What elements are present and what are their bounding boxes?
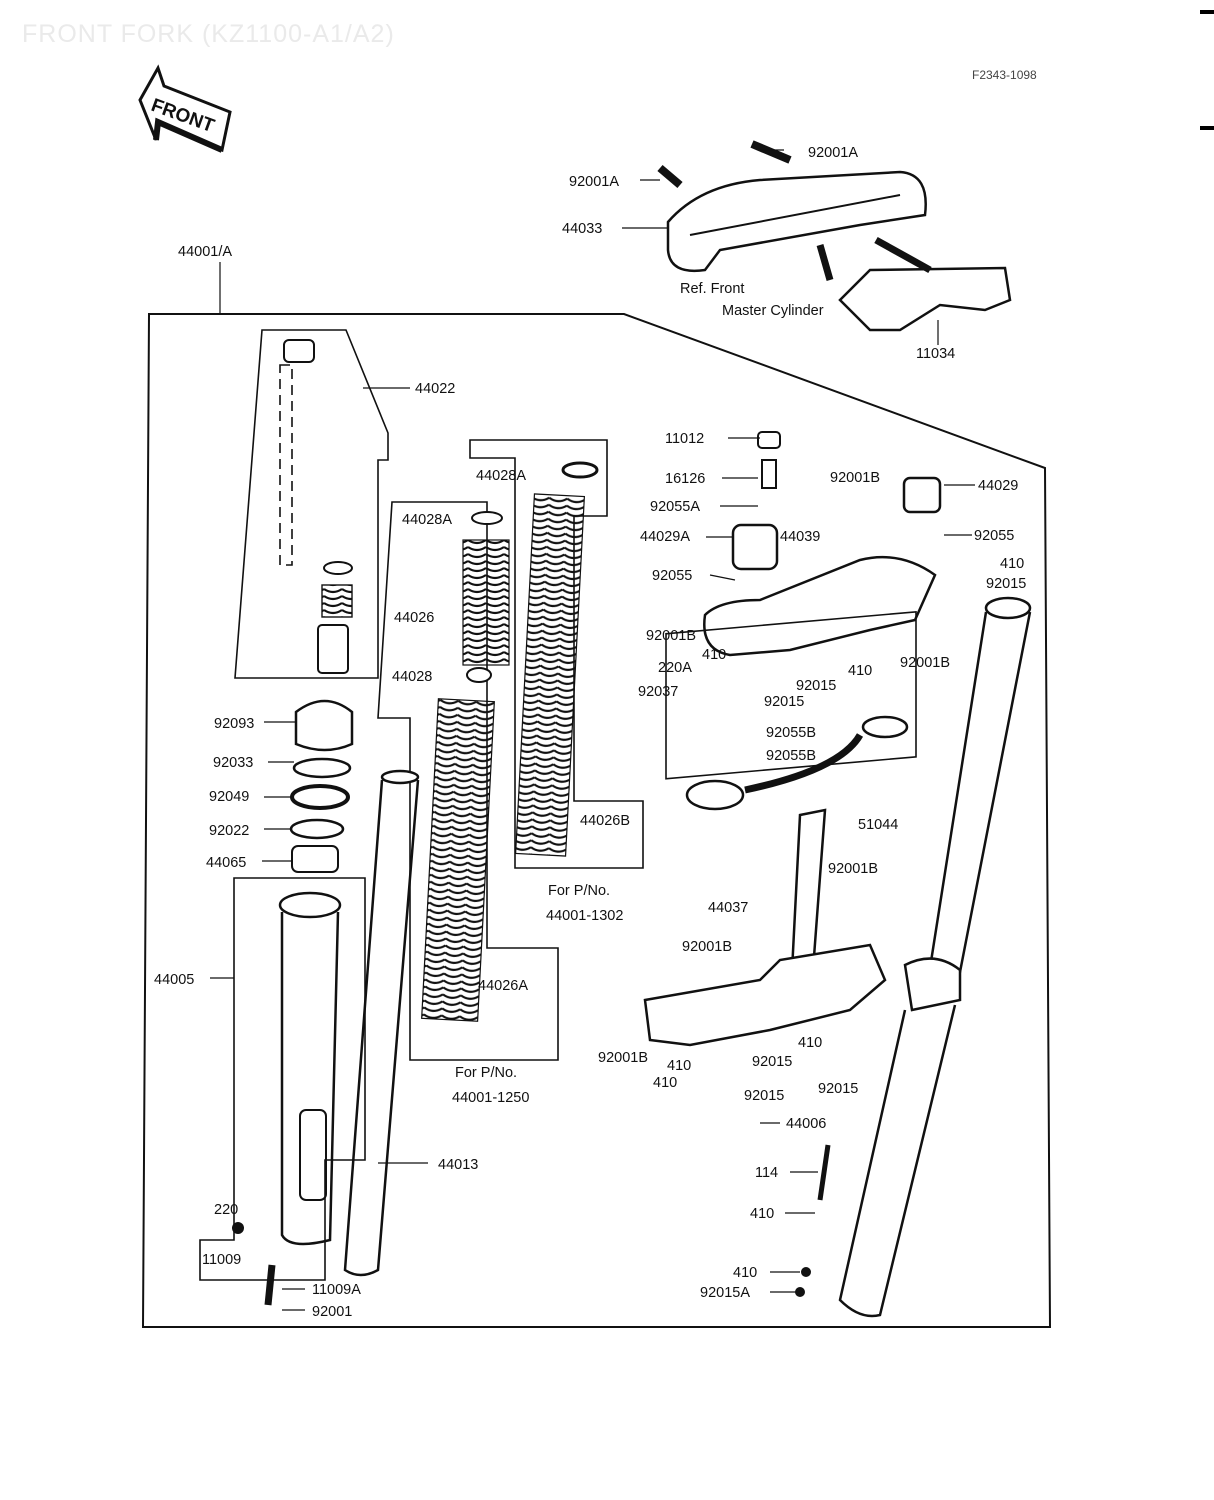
damper-rod-group-box [234, 329, 389, 679]
label-44028: 44028 [392, 669, 432, 685]
label-44065: 44065 [206, 855, 246, 871]
outer-tube-44005 [278, 891, 342, 1246]
plug-44028A [561, 461, 599, 479]
label-92033: 92033 [213, 755, 253, 771]
label-92001A-left: 92001A [569, 174, 619, 190]
note-1302-title: For P/No. [548, 883, 610, 899]
ref-line1: Ref. Front [680, 281, 744, 297]
label-92055B-a: 92055B [766, 725, 816, 741]
drain-bolt-92001 [232, 1222, 276, 1306]
front-arrow-icon: FRONT [138, 64, 232, 153]
label-410-a: 410 [1000, 556, 1024, 572]
fork-leg-44006 [838, 596, 1032, 1318]
label-410-d: 410 [667, 1058, 691, 1074]
seal-stack [289, 699, 354, 873]
spacer-44028A [471, 511, 503, 525]
label-410-e: 410 [653, 1075, 677, 1091]
label-92001: 92001 [312, 1304, 352, 1320]
diagram-title: FRONT FORK (KZ1100-A1/A2) [22, 20, 395, 48]
label-44028A-right: 44028A [476, 468, 526, 484]
label-44006: 44006 [786, 1116, 826, 1132]
label-410-g: 410 [750, 1206, 774, 1222]
damper-rod [279, 339, 353, 674]
label-92055B-b: 92055B [766, 748, 816, 764]
label-92015-b: 92015 [796, 678, 836, 694]
label-16126: 16126 [665, 471, 705, 487]
label-44028A-left: 44028A [402, 512, 452, 528]
label-44037: 44037 [708, 900, 748, 916]
label-44005: 44005 [154, 972, 194, 988]
label-92001B-c: 92001B [900, 655, 950, 671]
label-92037: 92037 [638, 684, 678, 700]
master-cylinder-clamp [657, 140, 1012, 332]
label-92055-right: 92055 [974, 528, 1014, 544]
label-44026: 44026 [394, 610, 434, 626]
note-1302-value: 44001-1302 [546, 908, 623, 924]
label-92022: 92022 [209, 823, 249, 839]
label-92001B-d: 92001B [828, 861, 878, 877]
label-92055-left: 92055 [652, 568, 692, 584]
inner-tube-44013 [343, 769, 420, 1277]
label-92001B-a: 92001B [830, 470, 880, 486]
spacer-44028 [466, 667, 492, 683]
label-220: 220 [214, 1202, 238, 1218]
label-410-f: 410 [798, 1035, 822, 1051]
label-11034: 11034 [916, 346, 955, 362]
label-44013: 44013 [438, 1157, 478, 1173]
figure-code: F2343-1098 [972, 68, 1037, 82]
assembly-outline [141, 313, 1052, 1328]
label-44022: 44022 [415, 381, 455, 397]
label-92015-c: 92015 [764, 694, 804, 710]
edge-mark-top [1200, 10, 1214, 14]
label-92015-a: 92015 [986, 576, 1026, 592]
label-92001B-f: 92001B [598, 1050, 648, 1066]
ref-line2: Master Cylinder [722, 303, 824, 319]
label-410-b: 410 [702, 647, 726, 663]
stem-44037 [643, 808, 887, 1047]
label-410-h: 410 [733, 1265, 757, 1281]
note-1250-title: For P/No. [455, 1065, 517, 1081]
spring-44026B [514, 493, 586, 857]
label-92001B-e: 92001B [682, 939, 732, 955]
label-44001A: 44001/A [178, 244, 232, 260]
edge-mark-middle [1200, 126, 1214, 130]
label-92093: 92093 [214, 716, 254, 732]
label-92015-d: 92015 [752, 1054, 792, 1070]
spring-44026A [421, 698, 495, 1022]
axle-bolt-114 [795, 1144, 831, 1297]
label-92049: 92049 [209, 789, 249, 805]
spring-44026 [462, 539, 510, 666]
lower-tube-box [199, 877, 366, 1281]
label-44026B: 44026B [580, 813, 630, 829]
label-92015A: 92015A [700, 1285, 750, 1301]
label-51044: 51044 [858, 817, 898, 833]
stem-hose-box [665, 610, 917, 780]
label-410-c: 410 [848, 663, 872, 679]
label-92015-f: 92015 [818, 1081, 858, 1097]
label-92015-e: 92015 [744, 1088, 784, 1104]
label-11009: 11009 [202, 1252, 241, 1268]
label-44033: 44033 [562, 221, 602, 237]
label-11012: 11012 [665, 431, 704, 447]
label-114: 114 [755, 1165, 778, 1181]
upper-bracket-44039 [703, 431, 942, 657]
spring-group-1302-box [469, 439, 644, 869]
brake-hose-51044 [685, 715, 909, 811]
label-11009A: 11009A [312, 1282, 361, 1298]
label-44026A: 44026A [478, 978, 528, 994]
label-44039: 44039 [780, 529, 820, 545]
label-92001B-b: 92001B [646, 628, 696, 644]
label-220A: 220A [658, 660, 692, 676]
label-92055A: 92055A [650, 499, 700, 515]
part-labels: 92001A 92001A 44033 Ref. Front Master Cy… [154, 145, 1026, 1320]
label-92001A-top: 92001A [808, 145, 858, 161]
label-44029A: 44029A [640, 529, 690, 545]
note-1250-value: 44001-1250 [452, 1090, 529, 1106]
label-44029: 44029 [978, 478, 1018, 494]
leader-lines [210, 149, 975, 1311]
